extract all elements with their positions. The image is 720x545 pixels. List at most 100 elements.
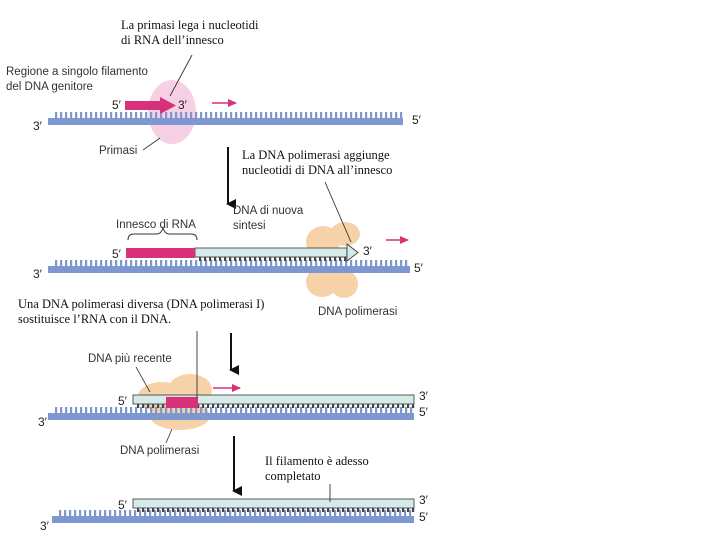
nucleotide-tick (200, 407, 203, 413)
nucleotide-tick (299, 257, 302, 261)
nucleotide-tick (130, 260, 133, 266)
nucleotide-tick (289, 510, 292, 516)
nucleotide-tick (365, 260, 368, 266)
nucleotide-tick (287, 404, 290, 408)
nucleotide-tick (280, 407, 283, 413)
nucleotide-tick (69, 510, 72, 516)
nucleotide-tick (287, 508, 290, 512)
nucleotide-tick (239, 257, 242, 261)
nucleotide-tick (180, 260, 183, 266)
nucleotide-tick (177, 508, 180, 512)
nucleotide-tick (80, 260, 83, 266)
nucleotide-tick (199, 257, 202, 261)
nucleotide-tick (325, 260, 328, 266)
nucleotide-tick (167, 508, 170, 512)
caption-primase: La primasi lega i nucleotidi di RNA dell… (121, 18, 259, 47)
nucleotide-tick (402, 508, 405, 512)
nucleotide-tick (375, 260, 378, 266)
nucleotide-tick (394, 510, 397, 516)
step-3-replacement: DNA più recente 5′ 3′ 3′ 5′ DNA polimera… (38, 331, 429, 457)
nucleotide-tick (275, 260, 278, 266)
nucleotide-tick (85, 260, 88, 266)
nucleotide-tick (314, 510, 317, 516)
nucleotide-tick (290, 112, 293, 118)
nucleotide-tick (342, 508, 345, 512)
nucleotide-tick (352, 404, 355, 408)
nucleotide-tick (399, 510, 402, 516)
nucleotide-tick (397, 508, 400, 512)
nucleotide-tick (260, 407, 263, 413)
nucleotide-tick (140, 407, 143, 413)
nucleotide-tick (95, 112, 98, 118)
nucleotide-tick (210, 112, 213, 118)
nucleotide-tick (130, 112, 133, 118)
nucleotide-tick (217, 404, 220, 408)
nucleotide-tick (230, 260, 233, 266)
nucleotide-tick (337, 404, 340, 408)
nucleotide-tick (404, 510, 407, 516)
template-3-end: 3′ (33, 119, 43, 133)
nucleotide-tick (317, 508, 320, 512)
nucleotide-tick (247, 404, 250, 408)
nucleotide-tick (160, 260, 163, 266)
nucleotide-tick (152, 404, 155, 408)
nucleotide-tick (64, 510, 67, 516)
nucleotide-tick (220, 260, 223, 266)
nucleotide-tick (255, 260, 258, 266)
nucleotide-tick (252, 404, 255, 408)
nucleotide-tick (75, 260, 78, 266)
nucleotide-tick (59, 510, 62, 516)
step-1-primase: 5′ 3′ 3′ 5′ Regione a singolo filamento … (6, 54, 422, 157)
nucleotide-tick (184, 510, 187, 516)
nucleotide-tick (295, 112, 298, 118)
rna-primer-arrowhead (160, 97, 176, 114)
nucleotide-tick (70, 260, 73, 266)
nucleotide-tick (312, 508, 315, 512)
nucleotide-tick (407, 404, 410, 408)
nucleotide-tick (280, 112, 283, 118)
nucleotide-tick (55, 407, 58, 413)
template2-3-end: 3′ (33, 267, 43, 281)
nucleotide-tick (277, 508, 280, 512)
nucleotide-tick (200, 260, 203, 266)
nucleotide-tick (89, 510, 92, 516)
nucleotide-tick (159, 510, 162, 516)
nucleotide-tick (267, 404, 270, 408)
nucleotide-tick (162, 508, 165, 512)
caption-polymerase: La DNA polimerasi aggiunge nucleotidi di… (242, 148, 393, 177)
nucleotide-tick (395, 407, 398, 413)
nucleotide-tick (75, 112, 78, 118)
nucleotide-tick (297, 404, 300, 408)
nucleotide-tick (312, 404, 315, 408)
nucleotide-tick (170, 260, 173, 266)
nucleotide-tick (225, 407, 228, 413)
nucleotide-tick (80, 112, 83, 118)
nucleotide-tick (279, 257, 282, 261)
nucleotide-tick (277, 404, 280, 408)
nucleotide-tick (249, 257, 252, 261)
nucleotide-tick (254, 510, 257, 516)
nucleotide-tick (334, 257, 337, 261)
nucleotide-tick (390, 407, 393, 413)
nucleotide-tick (319, 510, 322, 516)
nucleotide-tick (217, 508, 220, 512)
nucleotide-tick (310, 112, 313, 118)
nucleotide-tick (284, 510, 287, 516)
region-label-line1: Regione a singolo filamento (6, 66, 148, 78)
nucleotide-tick (232, 508, 235, 512)
nucleotide-tick (190, 407, 193, 413)
nucleotide-tick (302, 404, 305, 408)
nucleotide-tick (125, 112, 128, 118)
nucleotide-tick (147, 404, 150, 408)
nucleotide-tick (109, 510, 112, 516)
nucleotide-tick (294, 257, 297, 261)
caption-replacement: Una DNA polimerasi diversa (DNA polimera… (18, 297, 265, 326)
nucleotide-tick (345, 112, 348, 118)
nucleotide-tick (355, 407, 358, 413)
nucleotide-tick (180, 112, 183, 118)
nucleotide-tick (402, 404, 405, 408)
nucleotide-tick (195, 112, 198, 118)
nucleotide-tick (350, 260, 353, 266)
nucleotide-tick (70, 112, 73, 118)
